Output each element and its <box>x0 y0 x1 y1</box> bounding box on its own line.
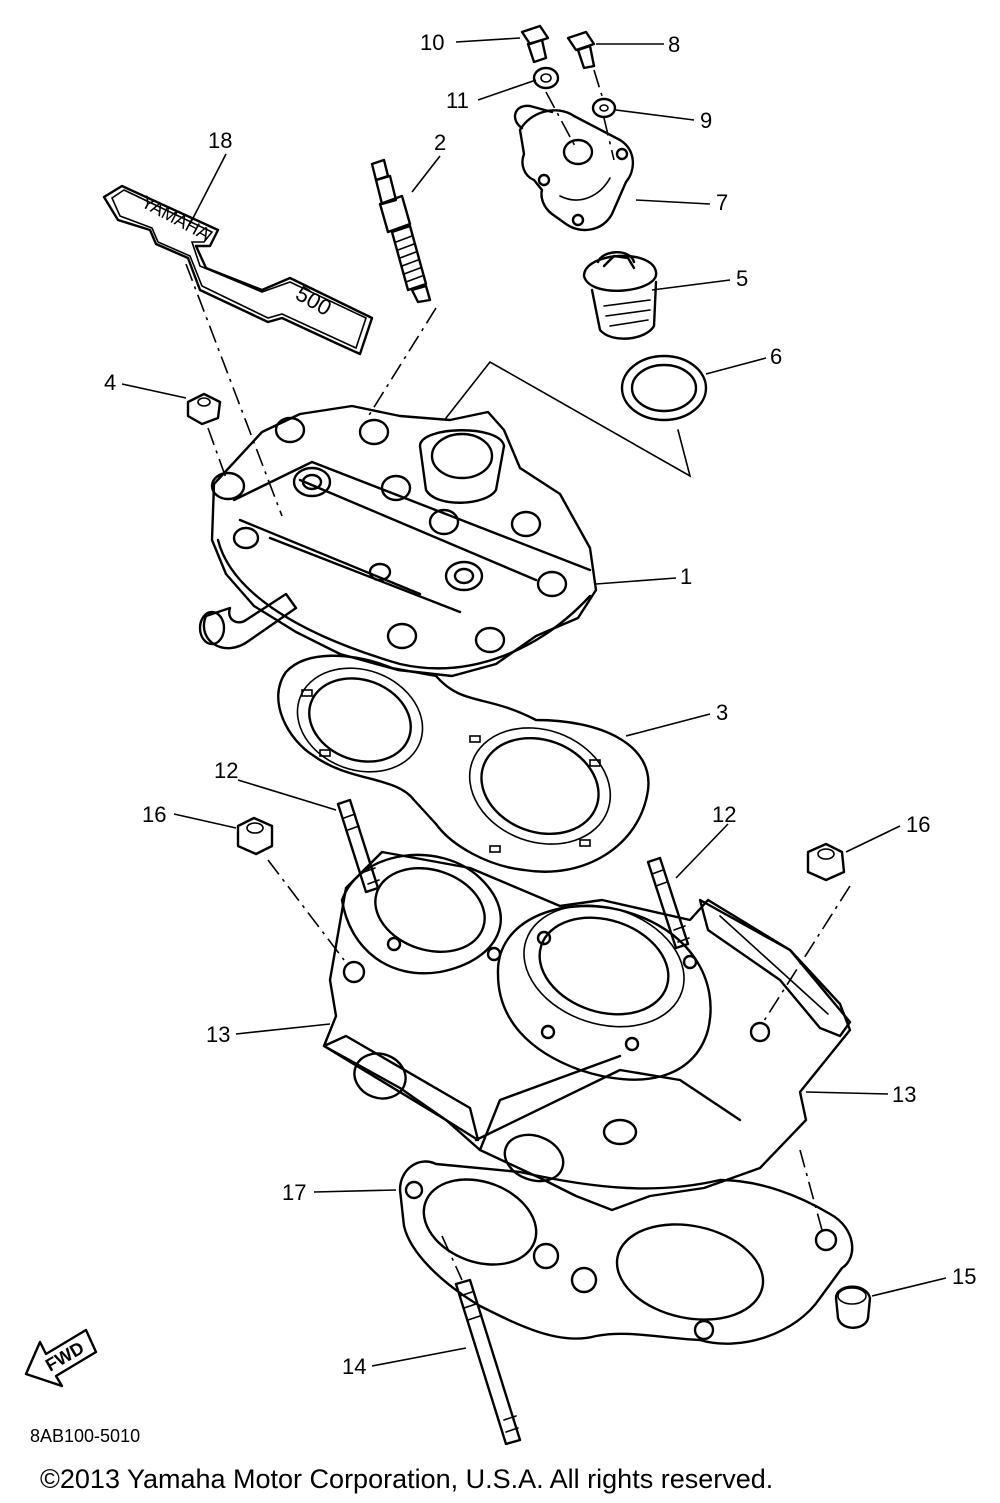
callout-10: 10 <box>420 30 444 55</box>
callout-3: 3 <box>716 700 728 725</box>
copyright-notice: ©2013 Yamaha Motor Corporation, U.S.A. A… <box>40 1464 773 1494</box>
dowel-pin-15 <box>834 1285 872 1329</box>
callout-7: 7 <box>716 190 728 215</box>
callout-12-right: 12 <box>712 802 736 827</box>
callout-13-right: 13 <box>892 1082 916 1107</box>
nut-16-left <box>236 816 274 856</box>
callout-2: 2 <box>434 130 446 155</box>
washer-9 <box>591 97 617 119</box>
base-gasket-17 <box>398 1160 854 1345</box>
callout-16-left: 16 <box>142 802 166 827</box>
assembly-lines <box>185 69 851 1281</box>
callout-15: 15 <box>952 1264 976 1289</box>
leader-lines <box>121 37 947 1367</box>
callout-6: 6 <box>770 344 782 369</box>
callout-5: 5 <box>736 266 748 291</box>
cylinder-head-1 <box>198 404 598 678</box>
nut-4 <box>186 392 222 426</box>
callout-16-right: 16 <box>906 812 930 837</box>
head-gasket-3 <box>277 654 650 873</box>
bolt-8 <box>566 30 596 70</box>
bolt-10 <box>520 24 550 64</box>
o-ring-6 <box>620 354 708 422</box>
callout-14: 14 <box>342 1354 366 1379</box>
cylinder-13 <box>322 850 852 1212</box>
stud-14 <box>454 1278 522 1446</box>
callout-9: 9 <box>700 108 712 133</box>
reference-code: 8AB100-5010 <box>30 1426 140 1446</box>
callout-18: 18 <box>208 128 232 153</box>
thermostat-cover-7 <box>513 104 634 232</box>
callout-13-left: 13 <box>206 1022 230 1047</box>
callout-12-left: 12 <box>214 758 238 783</box>
fwd-arrow-icon: FWD <box>24 1328 98 1388</box>
stud-12-left <box>336 798 380 894</box>
washer-11 <box>532 66 560 90</box>
callout-1: 1 <box>680 564 692 589</box>
callout-11: 11 <box>446 88 469 113</box>
callout-labels: 10 8 11 9 18 2 7 5 6 4 1 3 12 12 16 16 1… <box>104 30 976 1379</box>
callout-4: 4 <box>104 370 116 395</box>
spark-plug-2 <box>370 158 432 304</box>
nut-16-right <box>806 842 846 882</box>
callout-17: 17 <box>282 1180 306 1205</box>
callout-8: 8 <box>668 32 680 57</box>
thermostat-5 <box>582 251 658 340</box>
emblem-plate-18: YAMAHA 500 <box>102 184 374 356</box>
